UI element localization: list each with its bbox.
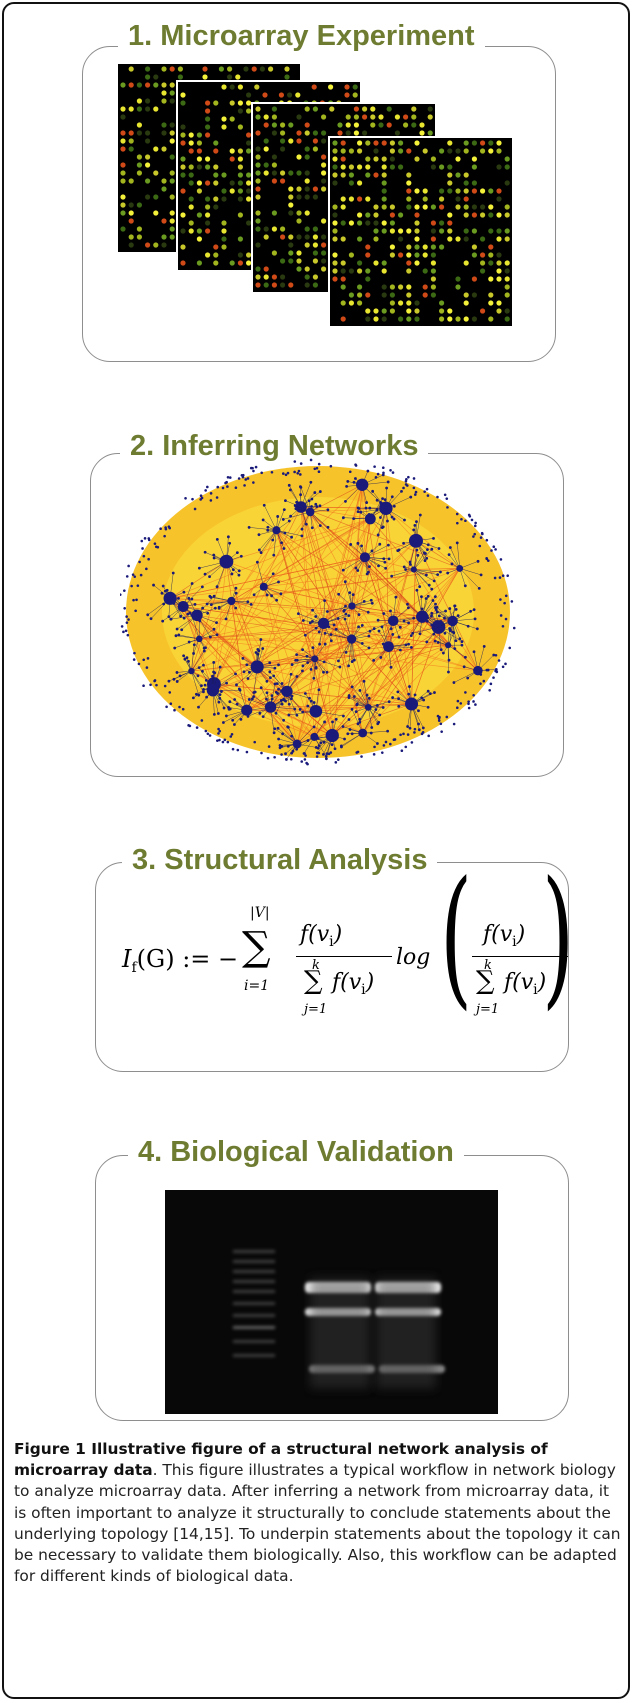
sum-symbol: ∑ (242, 924, 271, 970)
panel-title-networks: 2. Inferring Networks (120, 429, 429, 463)
frac1-inner-lower: j=1 (304, 1002, 328, 1017)
sum-lower: i=1 (244, 978, 270, 994)
right-paren: ) (542, 850, 575, 1024)
left-paren: ( (440, 850, 473, 1024)
gel-electrophoresis-image (165, 1190, 498, 1414)
frac2-inner-lower: j=1 (476, 1002, 500, 1017)
figure-caption: Figure 1 Illustrative figure of a struct… (14, 1439, 624, 1587)
frac2-line (472, 956, 568, 957)
frac1-numerator: f(vi) (300, 922, 343, 950)
panel-title-structural: 3. Structural Analysis (122, 843, 438, 877)
frac2-numerator: f(vi) (483, 922, 526, 950)
frac2-inner-upper: k (484, 958, 492, 973)
caption-text: . This figure illustrates a typical work… (14, 1461, 621, 1586)
formula-lhs: If(G) := − (122, 945, 239, 976)
entropy-formula: If(G) := − |V| ∑ i=1 f(vi) k ∑ f(vi) j=1… (100, 862, 574, 1065)
panel-title-microarray: 1. Microarray Experiment (118, 19, 485, 53)
panel-title-validation: 4. Biological Validation (128, 1135, 464, 1169)
sum-upper: |V| (250, 905, 270, 921)
frac1-line (296, 956, 392, 957)
frac1-inner-sum: ∑ (304, 966, 323, 996)
frac2-inner-sum: ∑ (476, 966, 495, 996)
frac2-denominator: f(vi) (504, 970, 547, 998)
network-graph (120, 458, 516, 766)
microarray-chips (116, 62, 514, 328)
log-text: log (396, 945, 431, 970)
frac1-inner-upper: k (312, 958, 320, 973)
frac1-denominator: f(vi) (332, 970, 375, 998)
caption-title: Figure 1 Illustrative figure of a struct… (14, 1440, 548, 1480)
